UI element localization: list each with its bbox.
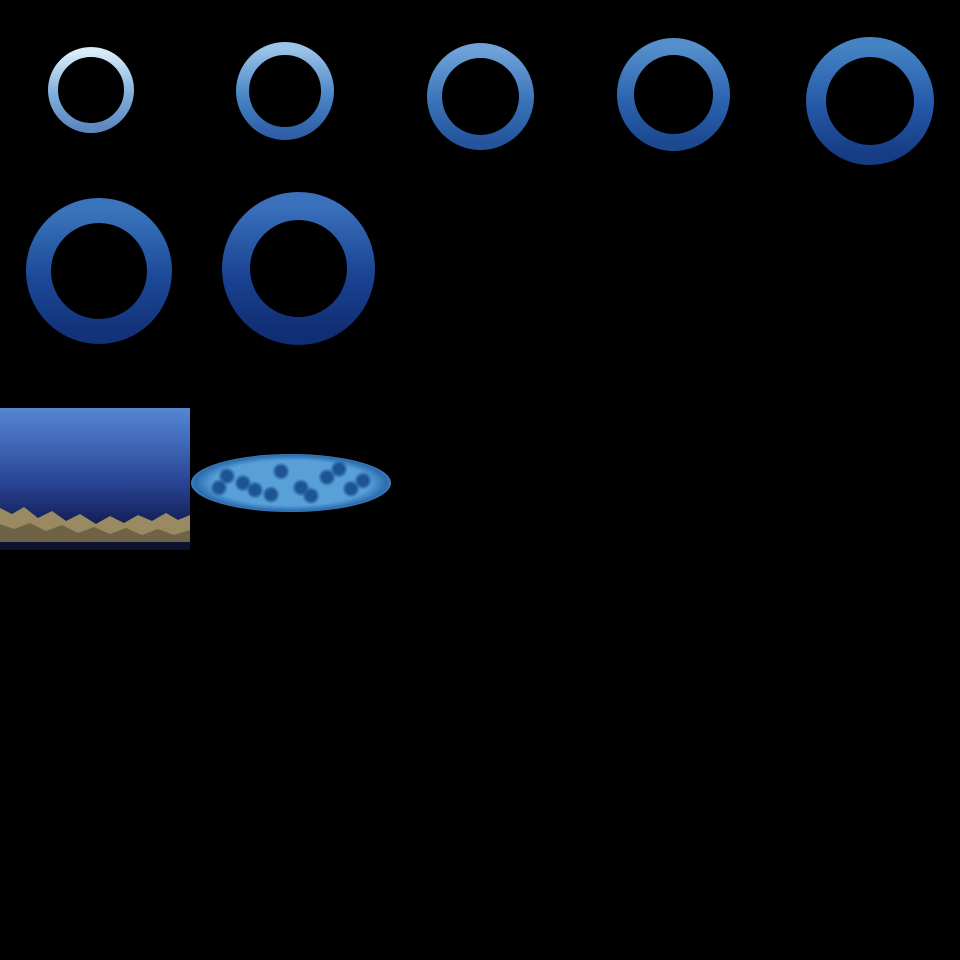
ring-frame-5 <box>806 37 934 165</box>
ring-frame-1 <box>48 47 134 133</box>
ring-frame-2 <box>236 42 334 140</box>
ring-frame-7 <box>221 191 375 345</box>
water-pool-ellipse <box>191 454 391 512</box>
ring-frame-3 <box>426 42 534 150</box>
underwater-backdrop <box>0 408 190 550</box>
terrain-silhouette <box>0 507 190 550</box>
ring-frame-6 <box>26 198 172 344</box>
ring-frame-4 <box>616 37 730 151</box>
